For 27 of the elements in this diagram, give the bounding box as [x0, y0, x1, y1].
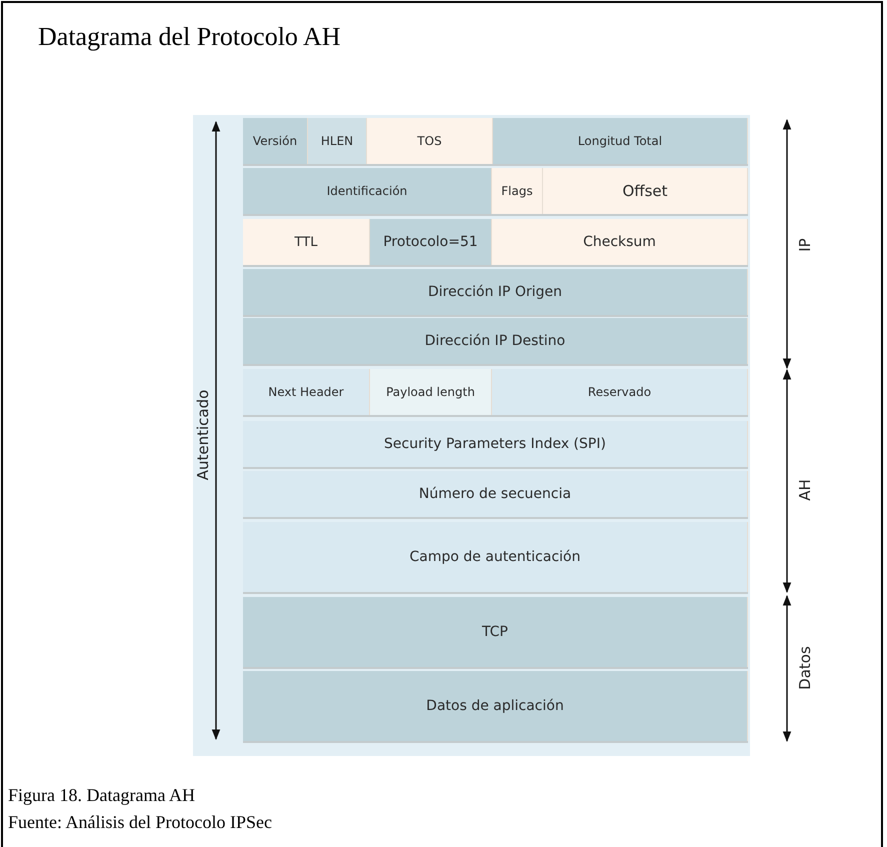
title: Datagrama del Protocolo AH	[38, 22, 341, 52]
bracket-label: Autenticado	[194, 390, 212, 480]
caption: Figura 18. Datagrama AH	[8, 785, 195, 806]
header-field: Flags	[492, 168, 543, 214]
header-field: TCP	[243, 597, 748, 667]
header-field: Versión	[243, 118, 308, 164]
header-field: Dirección IP Destino	[243, 318, 748, 364]
header-field: Reservado	[492, 369, 748, 415]
header-field: HLEN	[308, 118, 367, 164]
header-field: Next Header	[243, 369, 370, 415]
header-field: Payload length	[370, 369, 492, 415]
header-field: Datos de aplicación	[243, 671, 748, 741]
header-field: Número de secuencia	[243, 471, 748, 517]
header-field: TTL	[243, 219, 370, 265]
header-field: Campo de autenticación	[243, 522, 748, 592]
bracket-label: IP	[796, 238, 814, 252]
header-field: Checksum	[492, 219, 748, 265]
header-field: Identificación	[243, 168, 492, 214]
header-field: Protocolo=51	[370, 219, 492, 265]
source-note: Fuente: Análisis del Protocolo IPSec	[8, 812, 272, 833]
header-field: TOS	[367, 118, 493, 164]
bracket-label: AH	[796, 479, 814, 501]
header-field: Dirección IP Origen	[243, 269, 748, 315]
header-field: Offset	[543, 168, 748, 214]
bracket-label: Datos	[796, 646, 814, 690]
header-field: Security Parameters Index (SPI)	[243, 421, 748, 467]
header-field: Longitud Total	[493, 118, 748, 164]
